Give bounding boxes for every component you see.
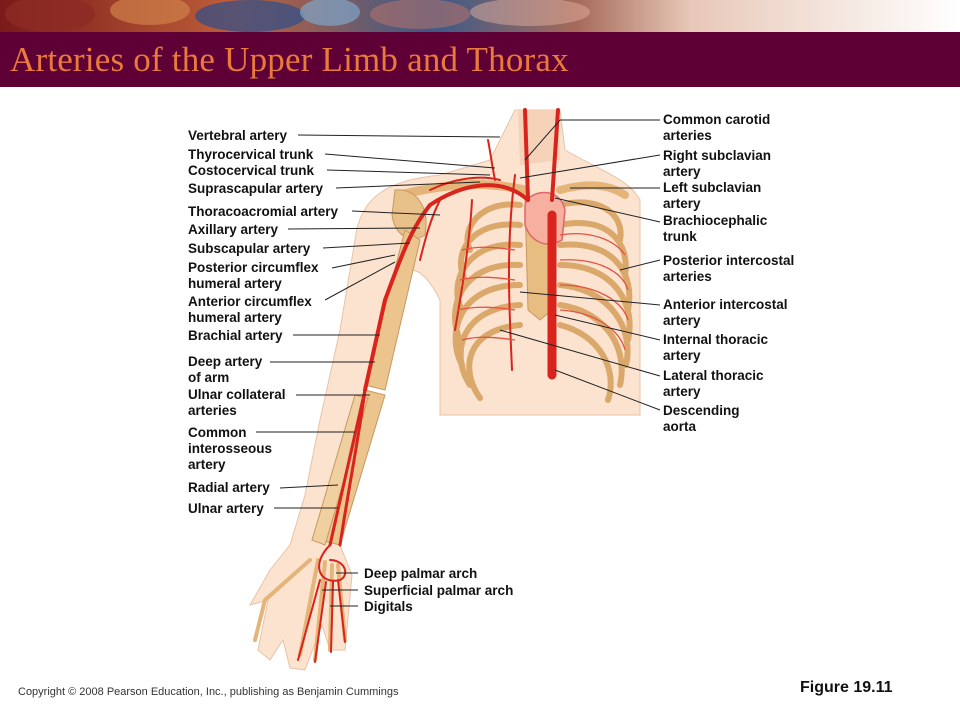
label-superficial-palmar-arch: Superficial palmar arch bbox=[364, 583, 513, 598]
label-thyrocervical-trunk: Thyrocervical trunk bbox=[188, 147, 314, 162]
copyright-notice: Copyright © 2008 Pearson Education, Inc.… bbox=[18, 686, 399, 698]
label-descending-aorta-2: aorta bbox=[663, 419, 697, 434]
banner-graphic bbox=[0, 0, 960, 32]
label-common-interosseous-1: Common bbox=[188, 425, 247, 440]
label-common-carotid-1: Common carotid bbox=[663, 112, 770, 127]
label-right-subclavian-2: artery bbox=[663, 164, 701, 179]
label-ulnar-collateral-2: arteries bbox=[188, 403, 237, 418]
label-brachiocephalic-2: trunk bbox=[663, 229, 697, 244]
label-ulnar-artery: Ulnar artery bbox=[188, 501, 264, 516]
label-radial-artery: Radial artery bbox=[188, 480, 270, 495]
label-common-carotid-2: arteries bbox=[663, 128, 712, 143]
hand-labels: Deep palmar arch Superficial palmar arch… bbox=[364, 566, 513, 614]
label-posterior-circumflex-2: humeral artery bbox=[188, 276, 282, 291]
label-axillary-artery: Axillary artery bbox=[188, 222, 279, 237]
label-costocervical-trunk: Costocervical trunk bbox=[188, 163, 315, 178]
label-lateral-thoracic-1: Lateral thoracic bbox=[663, 368, 764, 383]
label-lateral-thoracic-2: artery bbox=[663, 384, 701, 399]
label-anterior-circumflex-2: humeral artery bbox=[188, 310, 282, 325]
leader-lines bbox=[256, 119, 661, 607]
label-brachial-artery: Brachial artery bbox=[188, 328, 283, 343]
label-suprascapular-artery: Suprascapular artery bbox=[188, 181, 324, 196]
label-left-subclavian-1: Left subclavian bbox=[663, 180, 761, 195]
label-posterior-intercostal-2: arteries bbox=[663, 269, 712, 284]
label-posterior-intercostal-1: Posterior intercostal bbox=[663, 253, 794, 268]
title-bar bbox=[0, 32, 960, 87]
slide-title: Arteries of the Upper Limb and Thorax bbox=[10, 40, 569, 79]
label-vertebral-artery: Vertebral artery bbox=[188, 128, 288, 143]
arteries bbox=[297, 108, 560, 663]
label-ulnar-collateral-1: Ulnar collateral bbox=[188, 387, 286, 402]
label-brachiocephalic-1: Brachiocephalic bbox=[663, 213, 768, 228]
label-internal-thoracic-2: artery bbox=[663, 348, 701, 363]
label-deep-palmar-arch: Deep palmar arch bbox=[364, 566, 477, 581]
label-right-subclavian-1: Right subclavian bbox=[663, 148, 771, 163]
right-labels: Common carotid arteries Right subclavian… bbox=[663, 112, 794, 434]
label-descending-aorta-1: Descending bbox=[663, 403, 740, 418]
label-subscapular-artery: Subscapular artery bbox=[188, 241, 311, 256]
label-deep-artery-2: of arm bbox=[188, 370, 229, 385]
figure-number: Figure 19.11 bbox=[800, 679, 893, 696]
label-common-interosseous-2: interosseous bbox=[188, 441, 272, 456]
label-digitals: Digitals bbox=[364, 599, 413, 614]
label-anterior-circumflex-1: Anterior circumflex bbox=[188, 294, 312, 309]
label-left-subclavian-2: artery bbox=[663, 196, 701, 211]
label-anterior-intercostal-2: artery bbox=[663, 313, 701, 328]
label-internal-thoracic-1: Internal thoracic bbox=[663, 332, 769, 347]
label-thoracoacromial-artery: Thoracoacromial artery bbox=[188, 204, 339, 219]
label-deep-artery-1: Deep artery bbox=[188, 354, 263, 369]
label-posterior-circumflex-1: Posterior circumflex bbox=[188, 260, 319, 275]
aortic-arch bbox=[524, 191, 566, 245]
label-anterior-intercostal-1: Anterior intercostal bbox=[663, 297, 788, 312]
header-banner-image bbox=[0, 0, 960, 32]
left-labels: Vertebral artery Thyrocervical trunk Cos… bbox=[188, 128, 339, 516]
label-common-interosseous-3: artery bbox=[188, 457, 226, 472]
